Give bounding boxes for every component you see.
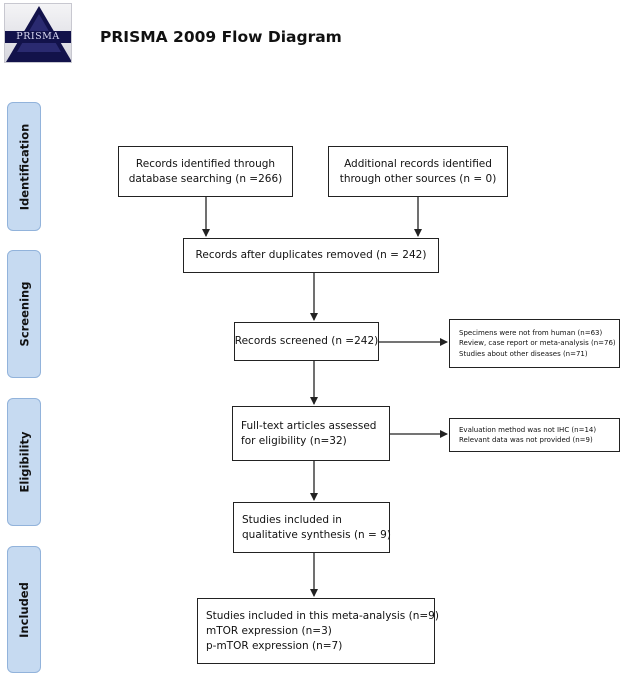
box-line: through other sources (n = 0) [339,172,497,185]
phase-identification: Identification [7,102,41,231]
box-line: qualitative synthesis (n = 9) [242,528,391,541]
prisma-logo-text: PRISMA [5,31,71,43]
prisma-logo: PRISMA [4,3,72,63]
box-database-records: Records identified through database sear… [118,146,293,197]
box-line: mTOR expression (n=3) [206,624,332,637]
box-line: Relevant data was not provided (n=9) [459,436,593,444]
box-line: p-mTOR expression (n=7) [206,639,343,652]
box-line: Evaluation method was not IHC (n=14) [459,425,597,434]
box-qualitative-synthesis: Studies included in qualitative synthesi… [233,502,391,553]
box-line: Studies included in this meta-analysis (… [206,609,439,622]
box-line: database searching (n =266) [128,172,283,185]
box-line: Studies about other diseases (n=71) [459,349,588,358]
box-fulltext-assessed: Full-text articles assessed for eligibil… [232,406,390,461]
box-fulltext-excluded: Evaluation method was not IHC (n=14) Rel… [449,418,620,452]
box-line: Records after duplicates removed (n = 24… [195,249,427,261]
box-screened-excluded: Specimens were not from human (n=63) Rev… [449,319,620,368]
box-records-screened: Records screened (n =242) [234,322,379,361]
phase-screening: Screening [7,250,41,378]
box-line: Additional records identified [344,157,492,170]
box-line: Studies included in [242,513,342,526]
phase-eligibility: Eligibility [7,398,41,526]
box-line: Records screened (n =242) [234,335,379,347]
page-title: PRISMA 2009 Flow Diagram [100,28,342,46]
box-line: for eligibility (n=32) [241,434,347,447]
box-meta-analysis: Studies included in this meta-analysis (… [197,598,439,664]
box-line: Records identified through [135,157,276,170]
box-line: Full-text articles assessed [241,419,377,432]
box-line: Review, case report or meta-analysis (n=… [459,339,616,348]
box-other-sources: Additional records identified through ot… [328,146,508,197]
box-after-duplicates: Records after duplicates removed (n = 24… [183,238,439,273]
box-line: Specimens were not from human (n=63) [459,328,603,337]
phase-included: Included [7,546,41,673]
